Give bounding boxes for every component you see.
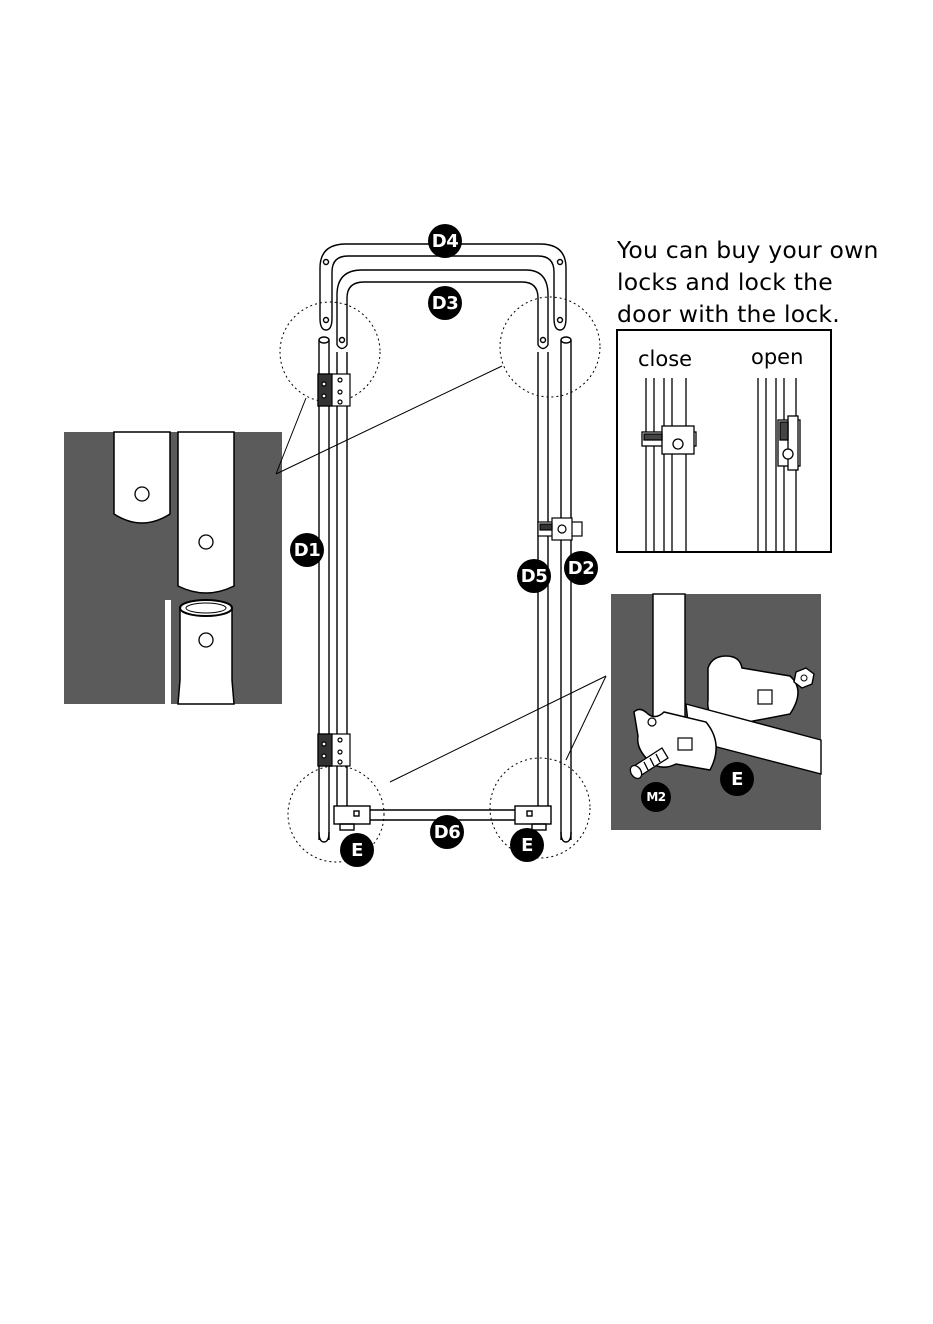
lock-note: You can buy your own locks and lock the … [617, 234, 917, 330]
latch [538, 518, 582, 540]
hinge-bottom [318, 734, 350, 766]
lock-note-line-3: door with the lock. [617, 298, 917, 330]
part-label-d2: D2 [564, 551, 598, 585]
part-label-d4: D4 [428, 224, 462, 258]
part-label-d6: D6 [430, 815, 464, 849]
lock-close-label: close [638, 347, 692, 371]
detail-circle-top-right [500, 297, 600, 397]
lock-open-illustration [778, 416, 800, 470]
lock-note-line-1: You can buy your own [617, 234, 917, 266]
part-label-d1: D1 [290, 533, 324, 567]
part-label-m2: M2 [641, 782, 671, 812]
hinge-top [318, 374, 350, 406]
lock-note-line-2: locks and lock the [617, 266, 917, 298]
part-label-e-right: E [510, 828, 544, 862]
part-label-d3: D3 [428, 286, 462, 320]
part-label-d5: D5 [517, 559, 551, 593]
tube-joint-detail-panel [64, 432, 282, 704]
lock-open-label: open [751, 345, 803, 369]
door-frame [319, 244, 571, 842]
part-label-e-detail: E [720, 762, 754, 796]
part-label-e-left: E [340, 833, 374, 867]
